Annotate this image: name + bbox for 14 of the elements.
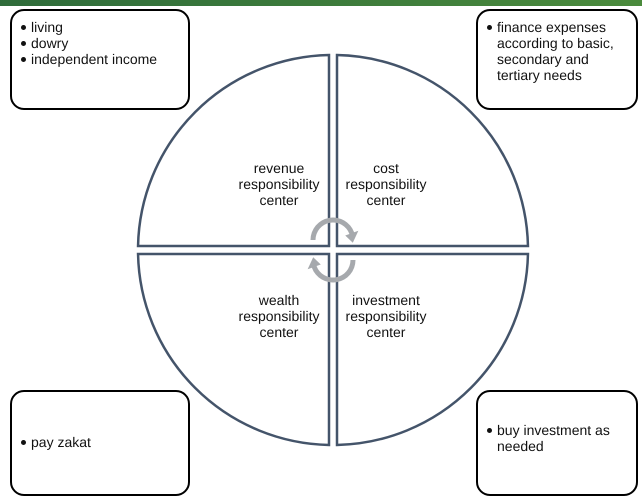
list-item: dowry <box>31 35 70 51</box>
list-box <box>476 9 638 110</box>
list-item: independent income <box>31 51 158 67</box>
center-label: investment responsibility center <box>344 292 428 340</box>
list-item: finance expenses according to basic, secondary and tertiary needs <box>497 19 615 83</box>
list-item: living <box>31 19 64 35</box>
list-box <box>10 9 190 110</box>
list-box <box>476 390 638 496</box>
center-label: cost responsibility center <box>344 160 428 208</box>
list-item: pay zakat <box>31 434 92 450</box>
list-box <box>10 390 190 496</box>
center-label: wealth responsibility center <box>238 292 320 340</box>
list-item: buy investment as needed <box>497 422 611 454</box>
center-label: revenue responsibility center <box>238 160 320 208</box>
